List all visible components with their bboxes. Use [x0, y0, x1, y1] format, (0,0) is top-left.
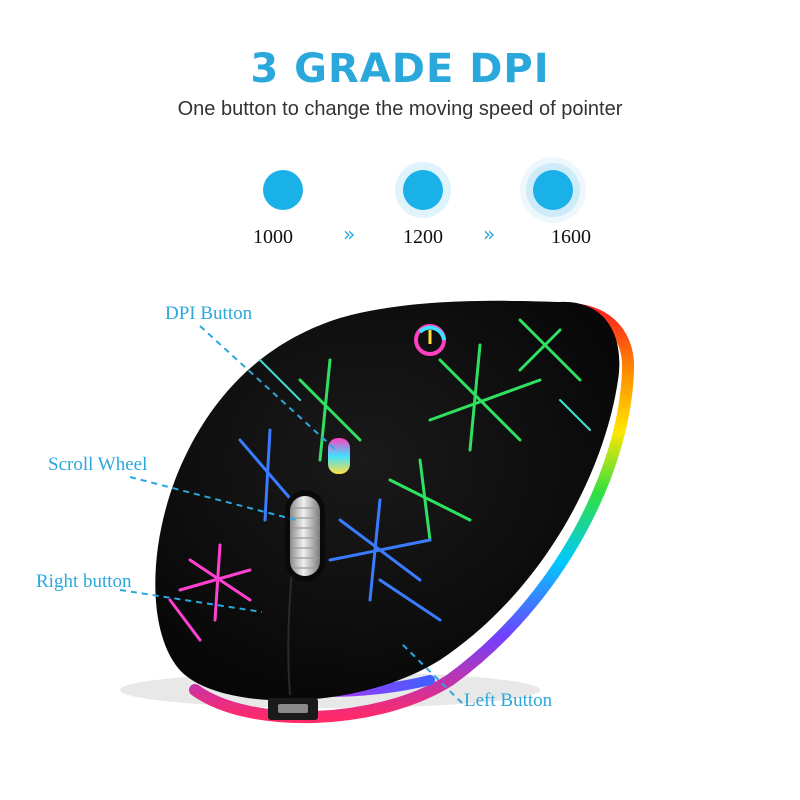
dpi-dot-2 — [393, 160, 453, 220]
dpi-value-1200: 1200 — [403, 226, 443, 248]
callout-line-dpi — [199, 325, 339, 453]
scroll-wheel[interactable] — [285, 490, 325, 582]
callout-left-button: Left Button — [464, 690, 553, 711]
dpi-dot-1 — [253, 160, 313, 220]
arrow-right-icon: » — [343, 222, 356, 246]
dpi-button[interactable] — [328, 438, 350, 474]
dpi-value-1000: 1000 — [253, 226, 293, 248]
callout-right-button: Right button — [36, 571, 132, 592]
dpi-value-1600: 1600 — [551, 226, 591, 248]
dpi-dot-3 — [520, 157, 586, 223]
mouse-body — [155, 300, 620, 701]
callout-line-left — [399, 641, 463, 704]
headline-subtitle: One button to change the moving speed of… — [177, 98, 623, 120]
arrow-right-icon: » — [483, 222, 496, 246]
callout-dpi-button: DPI Button — [165, 303, 253, 324]
power-logo-icon — [414, 324, 446, 356]
starburst-pattern — [168, 318, 591, 642]
callout-line-right — [119, 589, 263, 613]
usb-port-icon — [268, 698, 318, 720]
callout-scroll-wheel: Scroll Wheel — [48, 454, 148, 475]
headline-title: 3 GRADE DPI — [250, 46, 550, 92]
